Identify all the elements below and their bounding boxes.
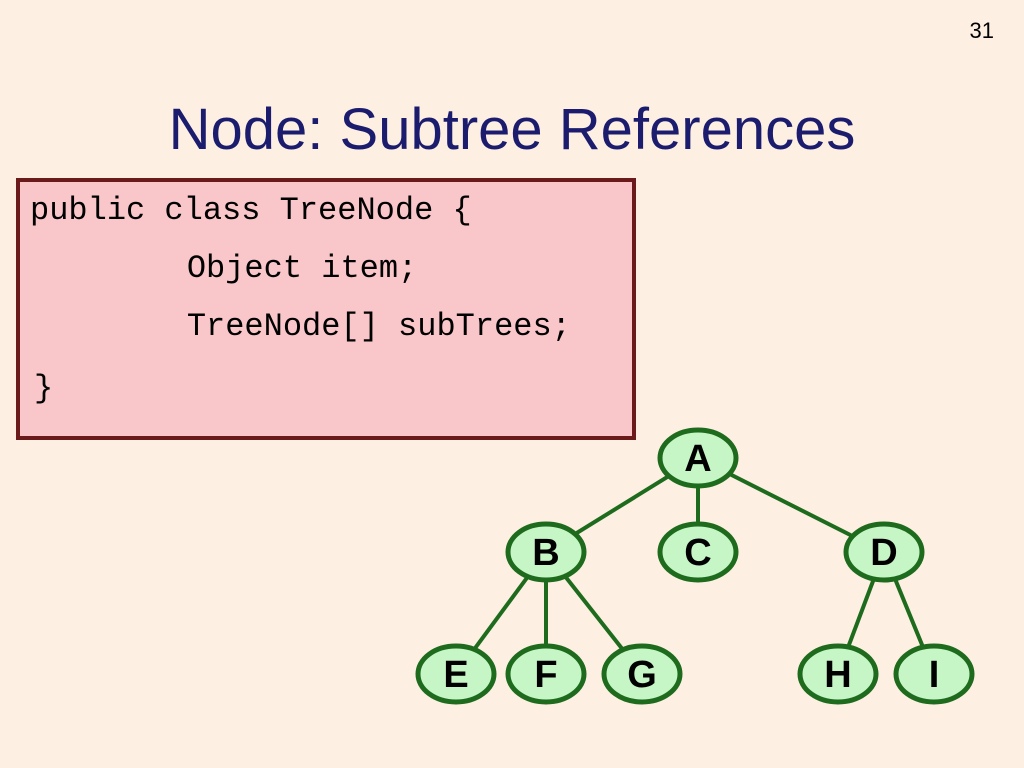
tree-node-shape (505, 521, 587, 583)
tree-node-shape (505, 643, 587, 705)
slide-title: Node: Subtree References (168, 97, 856, 162)
tree-node-f: F (505, 643, 587, 705)
tree-node-shape (797, 643, 879, 705)
tree-node-label: G (627, 654, 657, 696)
tree-node-shape (657, 521, 739, 583)
tree-node-shape (415, 643, 497, 705)
tree-node-d: D (843, 521, 925, 583)
tree-node-label: B (532, 532, 559, 574)
tree-node-h: H (797, 643, 879, 705)
code-box: public class TreeNode { Object item; Tre… (16, 178, 636, 440)
tree-node-c: C (657, 521, 739, 583)
tree-node-label: E (443, 654, 468, 696)
tree-node-label: I (929, 654, 940, 696)
code-line-item-field: Object item; (110, 250, 418, 287)
tree-node-shape (843, 521, 925, 583)
tree-node-label: H (824, 654, 851, 696)
tree-nodes: A B C D E F G H I (415, 427, 975, 705)
tree-node-shape (657, 427, 739, 489)
code-line-class-decl: public class TreeNode { (30, 192, 472, 229)
tree-node-b: B (505, 521, 587, 583)
code-line-closing-brace: } (34, 370, 54, 407)
tree-node-label: F (534, 654, 557, 696)
tree-node-shape (893, 643, 975, 705)
tree-node-i: I (893, 643, 975, 705)
tree-node-e: E (415, 643, 497, 705)
code-line-subtrees-field: TreeNode[] subTrees; (110, 308, 571, 345)
tree-node-label: D (870, 532, 897, 574)
tree-node-shape (601, 643, 683, 705)
page-number: 31 (969, 18, 994, 43)
tree-node-label: A (684, 438, 711, 480)
tree-node-label: C (684, 532, 711, 574)
tree-node-a: A (657, 427, 739, 489)
tree-node-g: G (601, 643, 683, 705)
